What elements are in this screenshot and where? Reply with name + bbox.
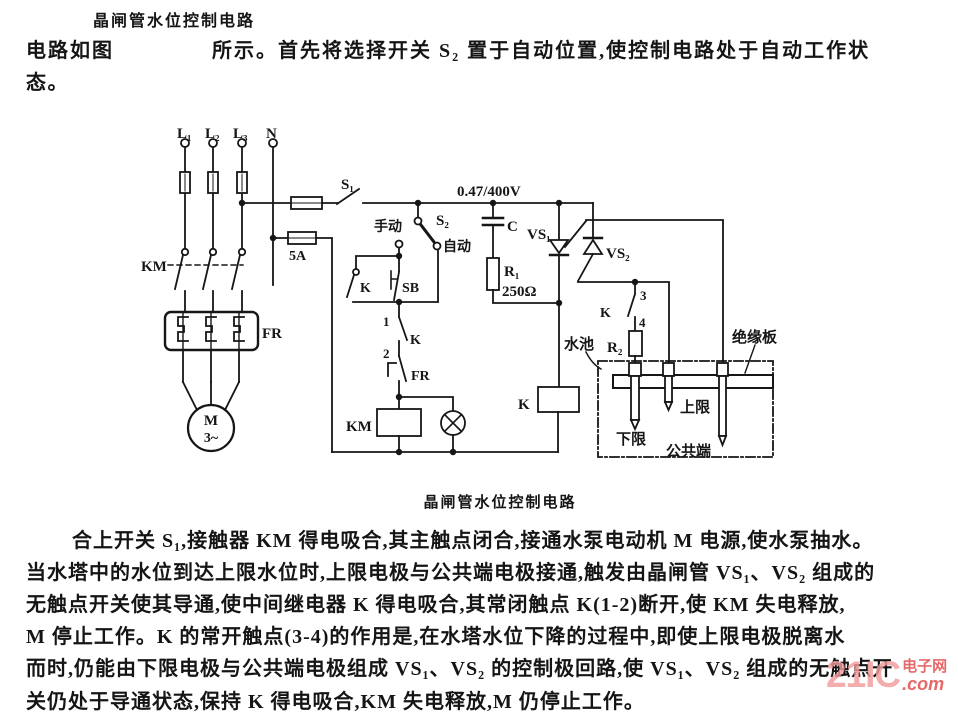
watermark-brand: 21IC xyxy=(826,654,901,695)
label-r1-value: 250Ω xyxy=(502,284,537,300)
electrode-common xyxy=(716,362,729,448)
label-5a: 5A xyxy=(289,249,307,264)
body-line: 无触点开关使其导通,使中间继电器 K 得电吸合,其常闭触点 K(1-2)断开,使… xyxy=(26,594,846,616)
thyristor-vs1 xyxy=(548,202,724,364)
label-board: 绝缘板 xyxy=(732,328,778,346)
label-auto: 自动 xyxy=(443,238,471,255)
motor-m xyxy=(181,349,241,453)
resistor-r1 xyxy=(486,257,560,304)
resistor-r2 xyxy=(628,330,643,364)
label-vs1: VS₁ xyxy=(527,227,551,243)
label-s2: S₂ xyxy=(436,213,449,229)
label-l1: L₁ xyxy=(177,126,192,142)
watermark-site: 电子网 xyxy=(902,658,948,675)
electrode-upper xyxy=(662,362,675,413)
label-lower: 下限 xyxy=(616,431,646,448)
label-fr-contact: FR xyxy=(411,369,431,384)
body-line: M 停止工作。K 的常开触点(3-4)的作用是,在水塔水位下降的过程中,即使上限… xyxy=(26,626,846,648)
label-c: C xyxy=(507,219,518,235)
label-k34-k: K xyxy=(600,306,611,321)
thyristor-vs2 xyxy=(576,202,670,364)
label-pool: 水池 xyxy=(564,335,594,353)
label-k34-3: 3 xyxy=(640,288,647,303)
intro-rest: 所示。首先将选择开关 S₂ 置于自动位置,使控制电路处于自动工作状 xyxy=(212,40,871,62)
label-n: N xyxy=(266,126,277,142)
page-title: 晶闸管水位控制电路 xyxy=(93,13,256,30)
relay-coil-k xyxy=(537,302,580,453)
label-cap-rating: 0.47/400V xyxy=(457,184,521,200)
relay-contact-k12 xyxy=(397,301,409,357)
label-k12-k: K xyxy=(410,333,421,348)
label-k12-1: 1 xyxy=(383,314,390,329)
label-km: KM xyxy=(141,259,167,275)
label-motor-m: M xyxy=(204,413,218,429)
label-sb: SB xyxy=(402,281,419,296)
label-vs2: VS₂ xyxy=(606,246,630,262)
fuse-5a-branch xyxy=(272,231,333,453)
capacitor-c xyxy=(481,202,505,259)
intro-lead: 电路如图 xyxy=(26,40,114,62)
contactor-coil-km xyxy=(376,396,422,453)
supply-terminals xyxy=(180,138,278,148)
label-l3: L₃ xyxy=(233,126,248,142)
label-k12-2: 2 xyxy=(383,346,390,361)
label-r2: R₂ xyxy=(607,340,623,356)
label-k-aux: K xyxy=(360,281,371,296)
watermark: 21IC 电子网 .com xyxy=(826,655,947,695)
relay-contact-k34 xyxy=(626,281,637,332)
thermal-contact-fr xyxy=(387,354,408,398)
label-fr: FR xyxy=(262,326,282,342)
contactor-km-contacts xyxy=(167,247,247,313)
switch-s1 xyxy=(241,187,594,210)
body-line: 关仍处于导通状态,保持 K 得电吸合,KM 失电释放,M 仍停止工作。 xyxy=(26,691,645,713)
label-motor-phase: 3~ xyxy=(204,431,219,446)
body-line: 而时,仍能由下限电极与公共端电极组成 VS₁、VS₂ 的控制极回路,使 VS₁、… xyxy=(26,658,894,680)
label-k34-4: 4 xyxy=(639,315,646,330)
intro-line: 电路如图 所示。首先将选择开关 S₂ 置于自动位置,使控制电路处于自动工作状 xyxy=(26,34,870,63)
label-manual: 手动 xyxy=(374,218,402,235)
label-upper: 上限 xyxy=(680,399,710,416)
junction-dots xyxy=(238,199,639,456)
watermark-col: 电子网 .com xyxy=(902,658,948,694)
label-l2: L₂ xyxy=(205,126,220,142)
body-line: 当水塔中的水位到达上限水位时,上限电极与公共端电极接通,触发由晶闸管 VS₁、V… xyxy=(26,562,876,584)
selector-switch-s2 xyxy=(394,202,442,251)
figure-caption: 晶闸管水位控制电路 xyxy=(423,495,577,511)
label-r1: R₁ xyxy=(504,264,519,280)
label-common: 公共端 xyxy=(666,442,711,460)
electrode-lower xyxy=(628,362,642,432)
label-km-coil: KM xyxy=(346,419,372,435)
watermark-dotcom: .com xyxy=(902,674,945,694)
label-k-coil: K xyxy=(518,397,530,413)
intro-wrap: 态。 xyxy=(26,72,69,94)
body-line: 合上开关 S₁,接触器 KM 得电吸合,其主触点闭合,接通水泵电动机 M 电源,… xyxy=(72,530,874,552)
phase-lines xyxy=(179,146,274,286)
thermal-relay-fr xyxy=(163,310,260,352)
water-tank xyxy=(585,351,774,458)
insulation-board xyxy=(612,344,774,389)
label-s1: S₁ xyxy=(341,177,354,193)
